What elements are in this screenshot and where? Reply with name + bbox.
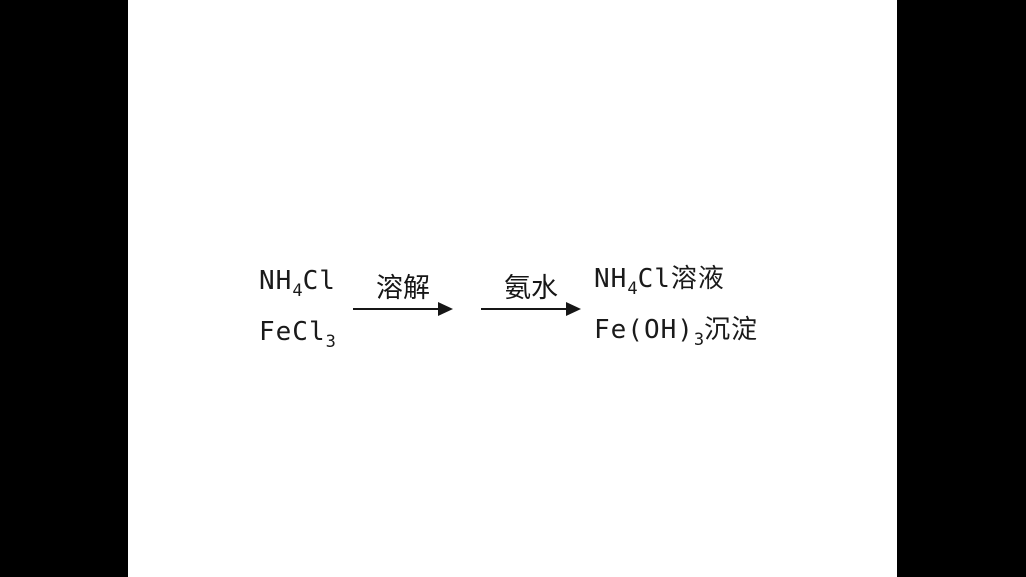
arrow-label-ammonia: 氨水 (504, 273, 558, 304)
right-arrow-icon (353, 302, 453, 316)
reactant-formula-fecl3: FeCl3 (259, 317, 336, 352)
reactants-block: NH4Cl FeCl3 (259, 266, 336, 352)
step-dissolve: 溶解 (353, 273, 453, 316)
reactant-formula-nh4cl: NH4Cl (259, 266, 336, 301)
step-ammonia: 氨水 (481, 273, 581, 316)
arrow-label-dissolve: 溶解 (376, 273, 430, 304)
right-letterbox-bar (897, 0, 1026, 577)
product-formula-nh4cl-solution: NH4Cl溶液 (594, 264, 725, 299)
left-letterbox-bar (0, 0, 128, 577)
product-formula-feoh3-precipitate: Fe(OH)3沉淀 (594, 315, 759, 350)
right-arrow-icon (481, 302, 581, 316)
products-block: NH4Cl溶液 Fe(OH)3沉淀 (594, 264, 759, 350)
